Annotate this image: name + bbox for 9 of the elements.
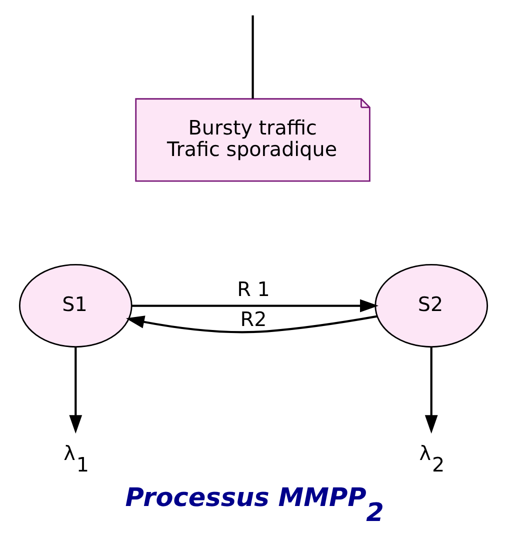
arrow [424, 347, 438, 434]
node-ellipse: S2 [374, 264, 488, 348]
arrow [125, 315, 377, 334]
node-ellipse: S1 [18, 264, 132, 348]
edge-label: R2 [240, 308, 266, 331]
connector [251, 15, 254, 99]
edge-label: R 1 [236, 278, 270, 302]
arrow [132, 299, 378, 312]
arrow [68, 347, 82, 434]
